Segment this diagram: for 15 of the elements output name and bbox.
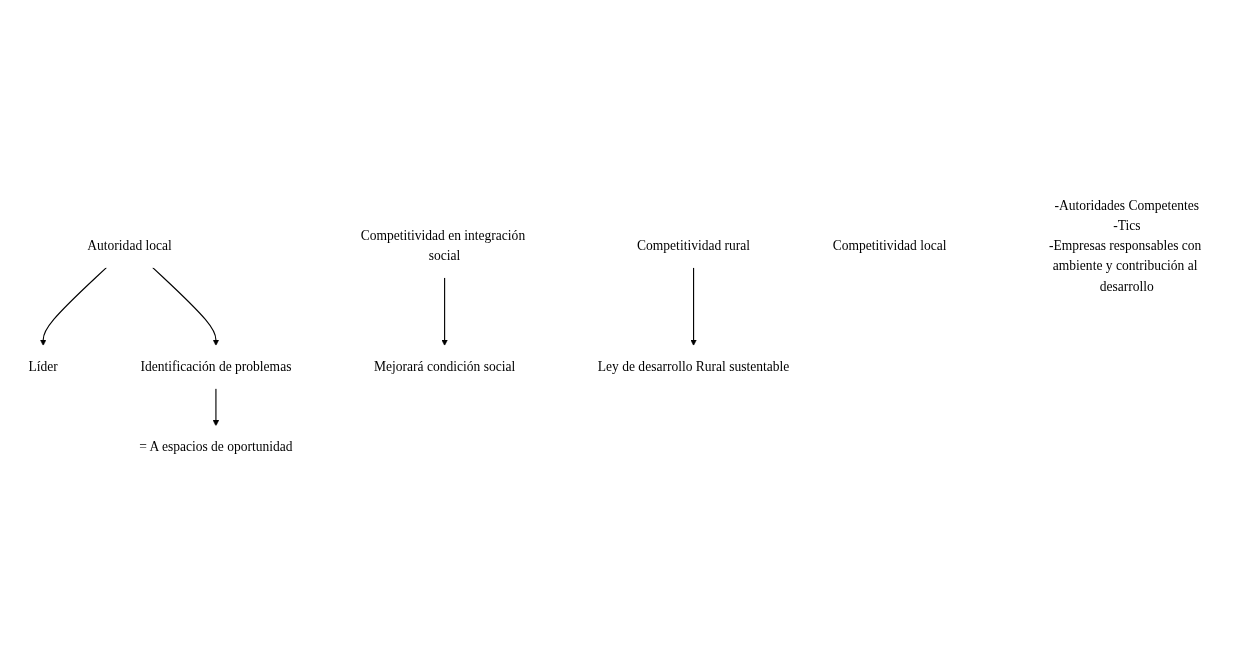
arrow: [212, 387, 220, 426]
node-text: = A espacios de oportunidad: [139, 439, 293, 455]
node-text: Competitividad rural: [637, 237, 751, 253]
node-text: Identificación de problemas: [140, 358, 292, 374]
node-text: Competitividad en integración social: [360, 227, 526, 263]
node-text: Líder: [28, 358, 58, 374]
node-text: Ley de desarrollo Rural sustentable: [597, 358, 790, 374]
node-text: Autoridad local: [87, 237, 172, 253]
arrow: [690, 266, 697, 346]
node-text: Competitividad local: [832, 237, 947, 253]
node-text: -Autoridades Competentes -Tics -Empresas responsables con ambiente y contribución al desarrollo: [1048, 197, 1202, 294]
arrow: [151, 266, 220, 346]
node-text: Mejorará condición social: [374, 358, 516, 374]
arrow: [39, 266, 108, 346]
arrow: [441, 276, 448, 346]
